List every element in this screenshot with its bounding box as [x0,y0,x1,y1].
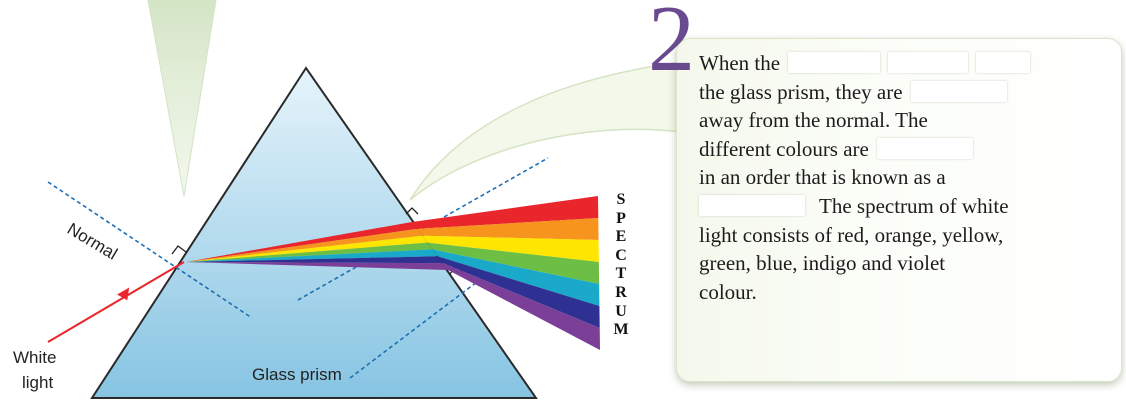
text-line-content: The spectrum of white [819,193,1009,218]
spectrum-letter: C [615,246,627,264]
glass-prism-label: Glass prism [252,365,342,384]
spectrum-letter: T [615,265,627,283]
spectrum-letter: S [616,191,626,208]
white-light-ray [47,261,185,343]
spectrum-band-outside [412,196,599,229]
callout-tail [409,61,683,201]
spectrum-band-inside [186,256,443,264]
spectrum-band-inside [186,249,438,262]
text-line: light consists of red, orange, yellow, [699,221,1109,250]
answer-blank[interactable] [888,52,969,73]
spectrum-band-outside [427,242,600,284]
text-line: away from the normal. The [699,106,1109,135]
text-line: When the [699,49,1109,78]
spectrum-band-inside [186,262,448,270]
text-line: green, blue, indigo and violet [699,249,1109,278]
spectrum-band-inside [186,222,418,262]
normal-line-left [47,181,253,319]
text-line: different colours are [699,135,1109,164]
spectrum-letter: M [613,321,629,339]
text-line-content: different colours are [699,136,869,161]
spectrum-band-outside [437,256,600,328]
step-number: 2 [648,0,695,91]
spectrum-band-inside [186,228,423,262]
spectrum-bands [186,196,600,350]
text-line: in an order that is known as a [699,163,1109,192]
normal-label: Normal [64,219,121,264]
ray-arrowhead [117,287,130,301]
text-line: the glass prism, they are [699,78,1109,107]
spectrum-band-outside [442,263,600,350]
text-line: The spectrum of white [699,192,1109,221]
right-angle-marker-top [405,207,419,215]
text-line-content: the glass prism, they are [699,79,903,104]
right-angle-marker-left [171,245,187,255]
spectrum-band-outside [417,218,599,240]
answer-blank[interactable] [876,137,973,159]
text-line-content: light consists of red, orange, yellow, [699,222,1004,247]
top-callout-tail [147,0,217,197]
spectrum-band-inside [186,242,433,262]
spectrum-letter: P [616,209,626,227]
text-line-content: colour. [699,279,757,304]
text-line-content: When the [699,51,781,75]
answer-blank[interactable] [788,52,881,73]
answer-blank[interactable] [699,194,805,216]
white-light-label-line2: light [22,373,53,392]
spectrum-letter: R [615,283,627,301]
spectrum-band-inside [186,235,428,262]
spectrum-band-outside [432,249,600,306]
text-line-content: away from the normal. The [699,108,928,133]
text-line-content: in an order that is known as a [699,165,946,190]
spectrum-letter: E [615,228,627,246]
text-line: colour. [699,278,1109,307]
text-line-content: green, blue, indigo and violet [699,251,946,276]
white-light-label-line1: White [13,348,56,367]
answer-blank[interactable] [910,80,1007,102]
answer-blank[interactable] [976,52,1031,73]
explanation-text: When the the glass prism, they are away fr… [699,49,1109,306]
spectrum-band-outside [422,235,599,262]
spectrum-letter: U [615,302,627,320]
